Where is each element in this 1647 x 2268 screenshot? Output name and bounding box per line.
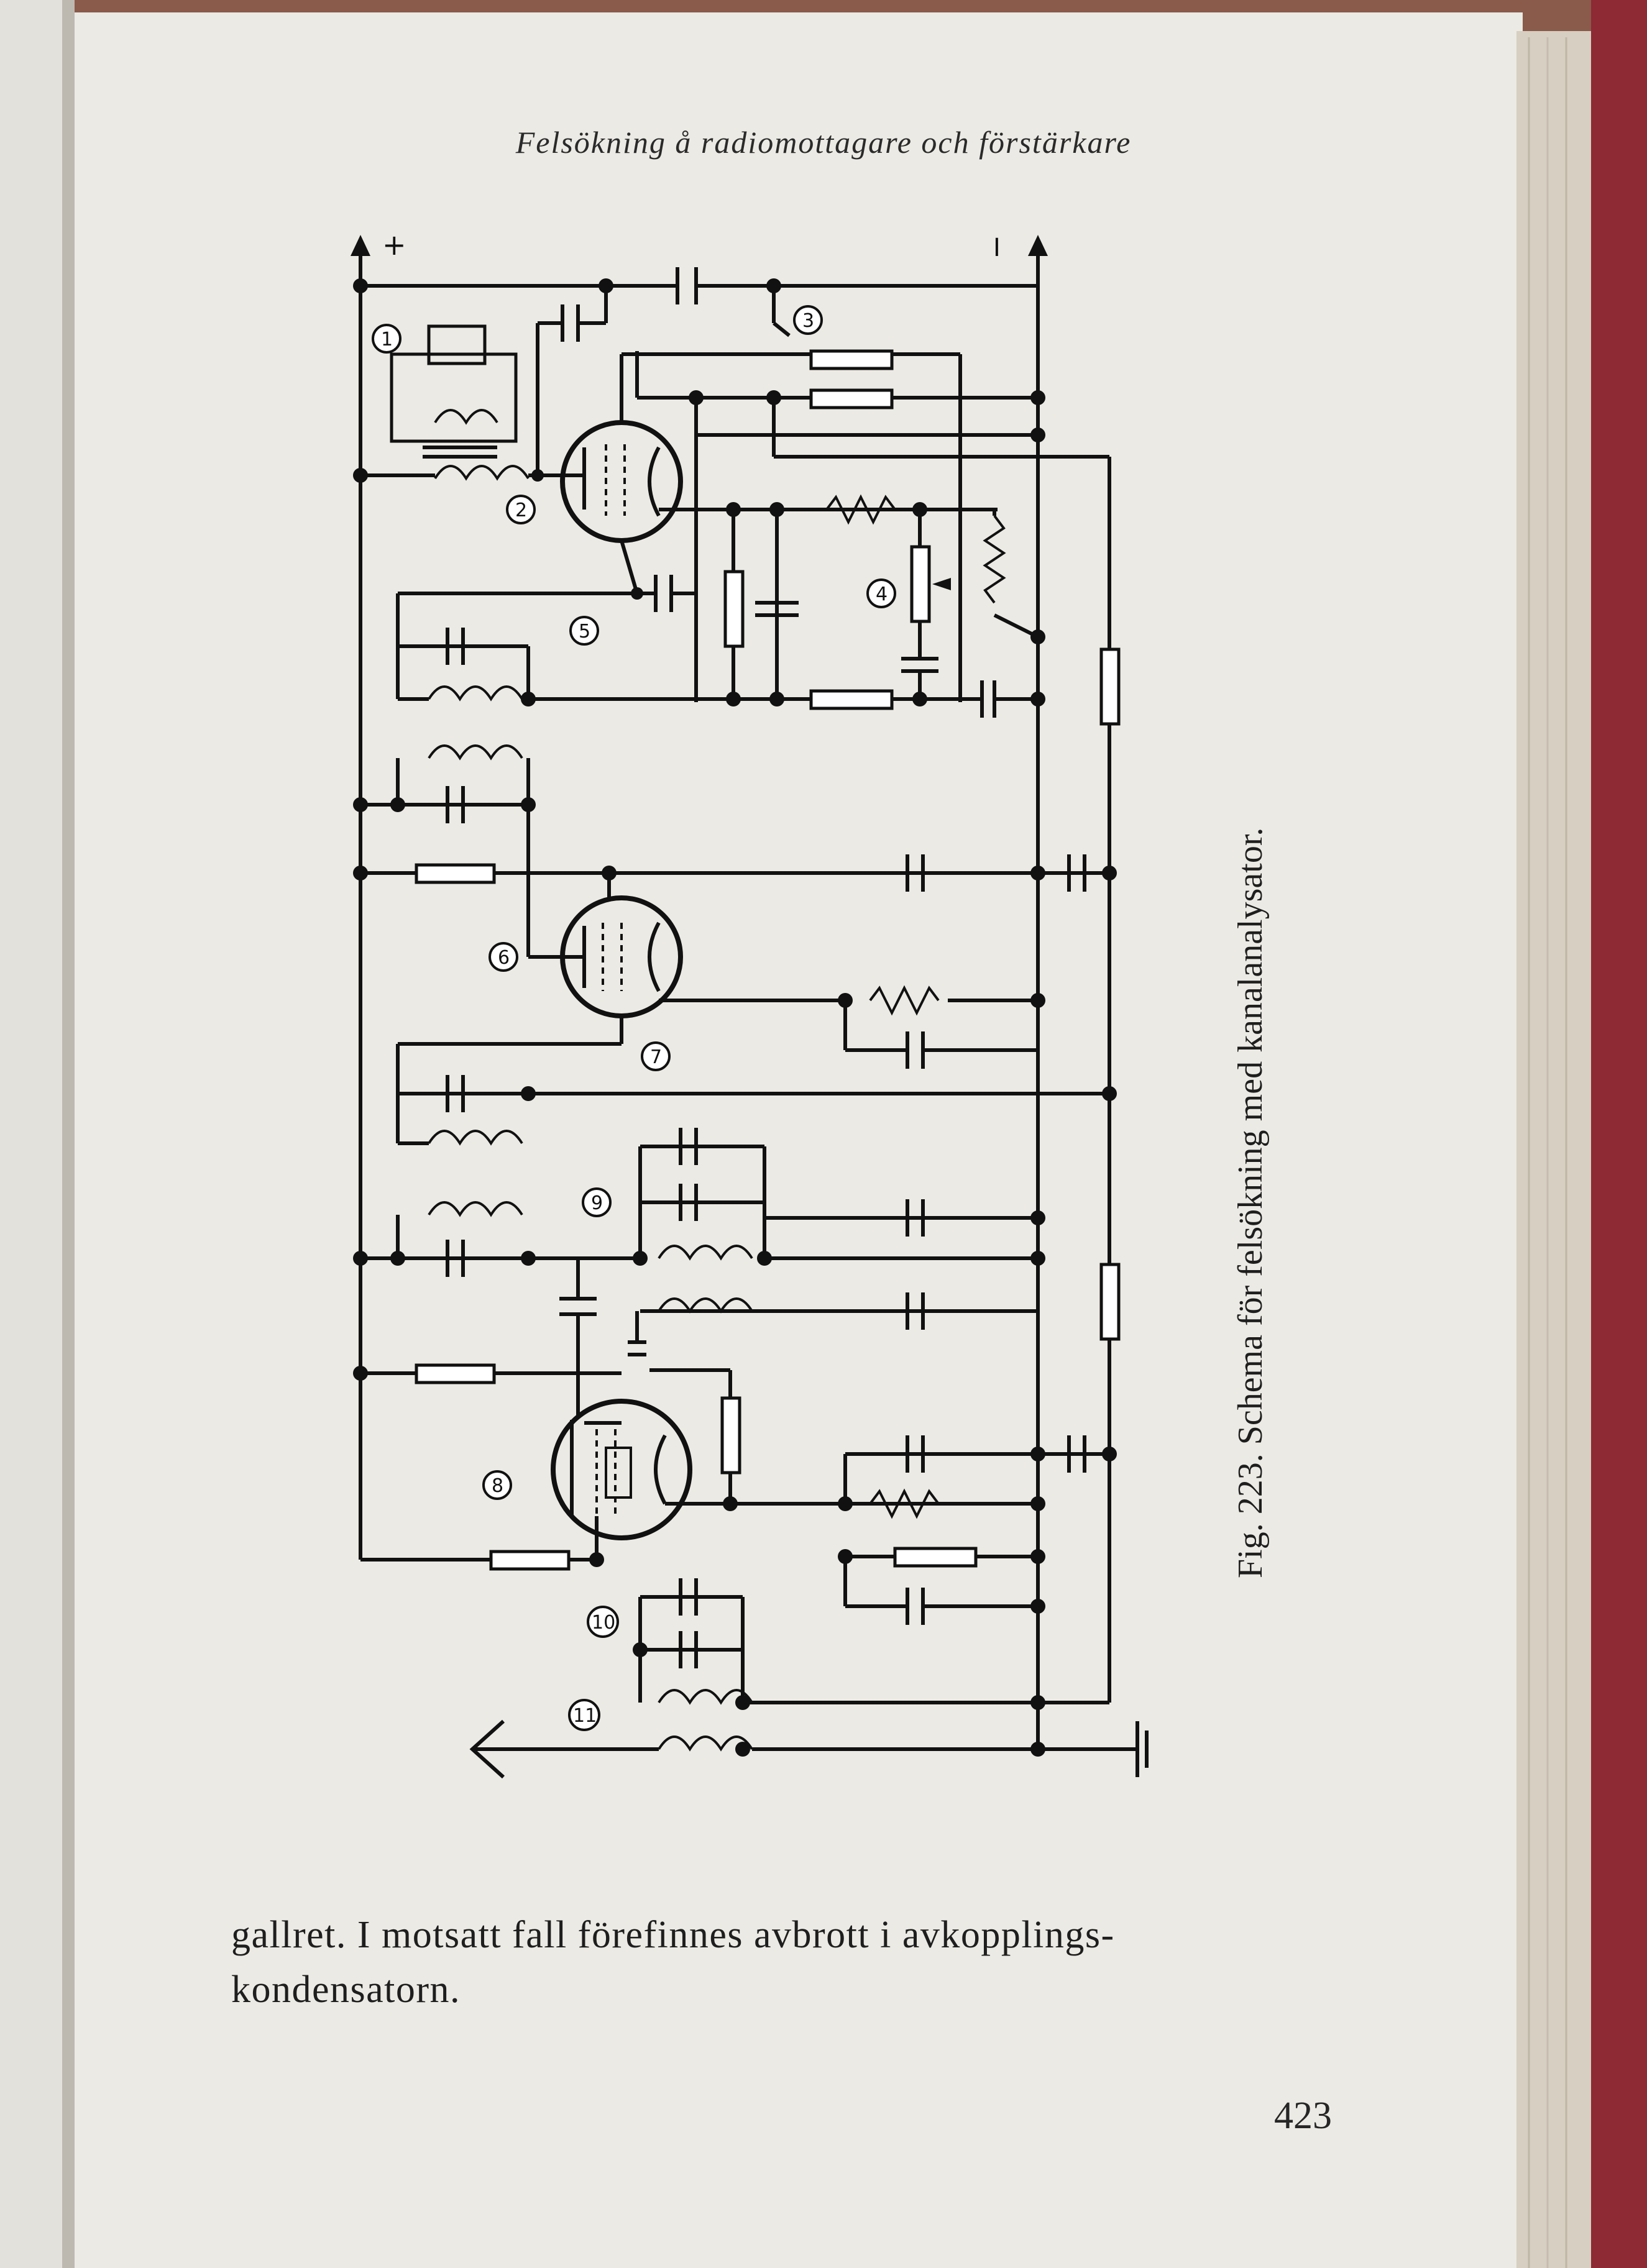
running-head: Felsökning å radiomottagare och förstärk… bbox=[515, 125, 1132, 160]
svg-text:2: 2 bbox=[515, 500, 527, 521]
marker-3: 3 bbox=[793, 305, 823, 335]
plus-label: + bbox=[382, 228, 406, 262]
body-paragraph: gallret. I motsatt fall förefinnes avbro… bbox=[231, 1908, 1337, 2017]
body-line-2: kondensatorn. bbox=[231, 1968, 461, 2011]
marker-11: 11 bbox=[568, 1699, 600, 1731]
svg-text:6: 6 bbox=[498, 947, 510, 969]
marker-7: 7 bbox=[641, 1041, 671, 1071]
svg-text:1: 1 bbox=[381, 329, 393, 350]
marker-2: 2 bbox=[506, 495, 536, 524]
svg-text:10: 10 bbox=[592, 1612, 615, 1634]
figure-caption: Fig. 223. Schema för felsökning med kana… bbox=[1231, 827, 1270, 1578]
marker-1: 1 bbox=[372, 324, 401, 354]
right-page bbox=[75, 12, 1523, 2268]
svg-text:11: 11 bbox=[573, 1705, 597, 1727]
page-edges bbox=[1516, 31, 1591, 2268]
marker-4: 4 bbox=[866, 578, 896, 608]
svg-text:7: 7 bbox=[650, 1046, 662, 1068]
svg-text:9: 9 bbox=[591, 1192, 603, 1214]
minus-label: I bbox=[993, 234, 1001, 262]
circuit-diagram: + I bbox=[351, 228, 1149, 1779]
svg-text:5: 5 bbox=[579, 621, 590, 642]
marker-6: 6 bbox=[489, 942, 518, 972]
marker-5: 5 bbox=[569, 616, 599, 646]
left-page bbox=[0, 0, 68, 2268]
body-line-1: gallret. I motsatt fall förefinnes avbro… bbox=[231, 1914, 1115, 1956]
marker-9: 9 bbox=[582, 1187, 612, 1217]
book-cover-edge bbox=[1591, 0, 1647, 2268]
page-number: 423 bbox=[1274, 2095, 1332, 2137]
marker-8: 8 bbox=[482, 1470, 512, 1500]
svg-text:3: 3 bbox=[802, 310, 814, 332]
marker-10: 10 bbox=[587, 1606, 619, 1638]
svg-text:4: 4 bbox=[876, 583, 888, 605]
svg-text:8: 8 bbox=[492, 1475, 503, 1497]
